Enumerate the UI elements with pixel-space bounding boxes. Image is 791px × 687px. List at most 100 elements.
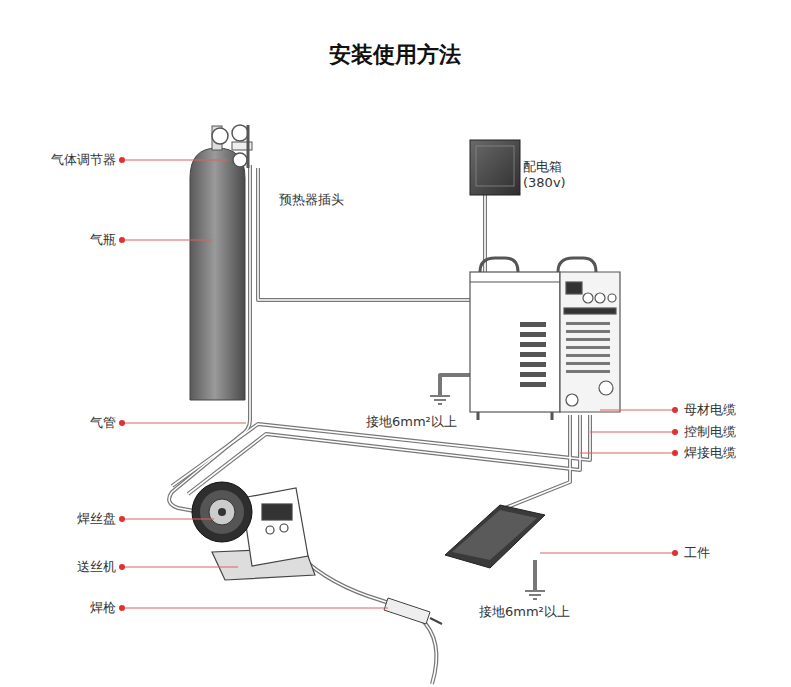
distribution-box: [476, 146, 514, 186]
welding-machine: [599, 381, 613, 395]
part-label: 控制电缆: [683, 424, 737, 440]
welding-torch: [384, 598, 442, 624]
ground-symbol: [525, 590, 545, 591]
cables: [533, 560, 537, 590]
part-label: 母材电缆: [683, 402, 737, 418]
cables: [300, 556, 392, 604]
gas-cylinder: [233, 153, 247, 167]
leader-lines: [122, 519, 214, 520]
welding-machine: [595, 293, 605, 303]
part-label: 接地6mm²以上: [478, 604, 571, 620]
part-label: 焊枪: [89, 600, 117, 616]
workpiece: [445, 505, 545, 568]
welding-torch: [384, 598, 430, 624]
welding-machine: [566, 282, 582, 294]
welding-torch: [430, 618, 442, 624]
gas-cylinder: [190, 148, 245, 400]
leader-lines: [580, 453, 675, 454]
leader-dots: [119, 516, 125, 522]
leader-lines: [590, 432, 675, 433]
leader-lines: [540, 553, 675, 554]
wire-feeder: [262, 504, 292, 520]
gas-cylinder: [212, 128, 228, 144]
leader-dots: [672, 550, 678, 556]
part-label: 配电箱 (380v): [522, 159, 572, 192]
leader-lines: [122, 240, 212, 241]
cables: [420, 618, 436, 684]
welding-machine: [608, 294, 616, 302]
welding-machine: [470, 272, 560, 412]
wire-feeder: [266, 526, 274, 534]
part-label: 预热器插头: [278, 192, 345, 208]
vent-slots: [566, 322, 610, 325]
gas-cylinder: [232, 125, 248, 141]
wire-spool: [209, 499, 235, 525]
part-label: 气瓶: [89, 232, 117, 248]
vent-slots: [566, 346, 610, 349]
welding-machine: [566, 394, 578, 406]
ground-symbol: [434, 399, 446, 400]
leader-dots: [119, 237, 125, 243]
vent-slots: [520, 322, 610, 387]
wire-spool: [200, 490, 244, 534]
wire-feeder: [280, 524, 288, 532]
part-label: 焊接电缆: [683, 445, 737, 461]
cables: [258, 168, 470, 300]
vent-slots: [520, 382, 546, 387]
vent-slots: [566, 330, 610, 333]
welding-machine: [480, 258, 518, 272]
part-label: 气体调节器: [50, 152, 117, 168]
leader-lines: [122, 160, 228, 161]
leader-dots: [119, 420, 125, 426]
title: 安装使用方法: [329, 40, 461, 70]
cables: [258, 168, 470, 300]
part-label: 工件: [683, 545, 711, 561]
cables: [505, 415, 570, 508]
leader-dots: [119, 157, 125, 163]
cables: [440, 375, 470, 395]
vent-slots: [566, 362, 610, 365]
welding-machine: [470, 258, 620, 420]
workpiece: [452, 510, 537, 560]
gas-cylinder: [190, 125, 252, 400]
part-label: 气管: [89, 415, 117, 431]
welding-machine: [470, 281, 560, 282]
cables: [300, 556, 392, 604]
vent-slots: [520, 322, 546, 327]
distribution-box: [470, 140, 520, 195]
leader-lines: [600, 410, 675, 411]
vent-slots: [566, 354, 610, 357]
part-label: 接地6mm²以上: [365, 414, 458, 430]
leader-dots: [672, 429, 678, 435]
distribution-box: [470, 140, 520, 195]
leader-dots: [119, 605, 125, 611]
leader-dots: [119, 564, 125, 570]
ground-symbol: [438, 403, 442, 404]
leader-dots: [119, 157, 678, 611]
vent-slots: [520, 372, 546, 377]
leader-lines: [122, 608, 388, 609]
vent-slots: [520, 362, 546, 367]
welding-machine: [583, 293, 593, 303]
vent-slots: [520, 332, 546, 337]
ground-symbol: [533, 598, 537, 599]
wire-spool: [218, 508, 226, 516]
welding-machine: [564, 308, 616, 314]
wire-spool: [192, 482, 252, 542]
vent-slots: [520, 342, 546, 347]
part-label: 焊丝盘: [76, 511, 117, 527]
part-label: 送丝机: [76, 559, 117, 575]
leader-lines: [122, 160, 675, 608]
welding-machine: [560, 272, 620, 412]
vent-slots: [566, 338, 610, 341]
welding-machine: [558, 258, 596, 272]
cables: [420, 618, 436, 684]
leader-dots: [672, 407, 678, 413]
leader-dots: [672, 450, 678, 456]
leader-lines: [122, 567, 238, 568]
ground-symbol: [529, 594, 541, 595]
vent-slots: [520, 352, 546, 357]
workpiece: [445, 505, 545, 568]
